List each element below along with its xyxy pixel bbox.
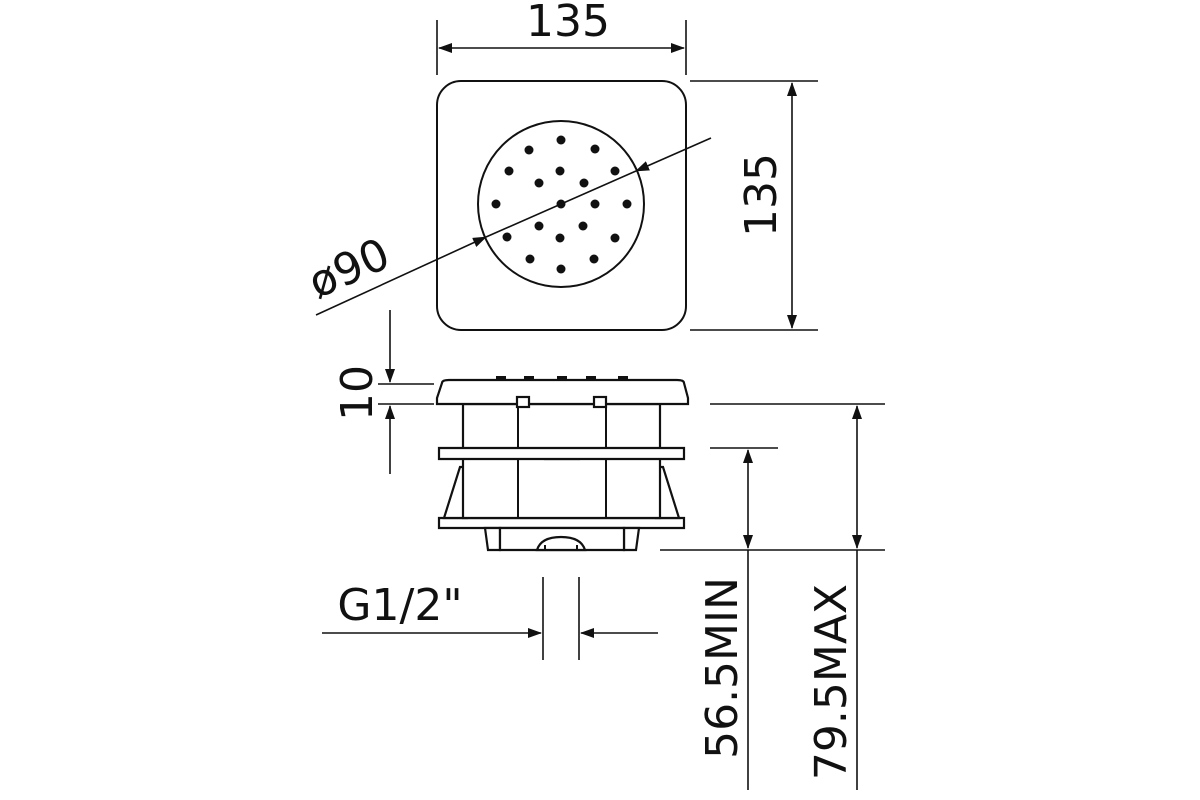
housing-body: [461, 402, 662, 520]
dim-side-height: 135: [690, 80, 818, 331]
outlet-connector: [535, 535, 587, 552]
label-side-height: 135: [736, 153, 787, 237]
dim-min-height: 56.5MIN: [660, 447, 885, 790]
label-thread: G1/2": [337, 580, 462, 631]
dim-top-width: 135: [436, 0, 687, 75]
side-view: [435, 376, 690, 552]
dim-cap-thickness: 10: [332, 310, 434, 474]
top-view: [436, 80, 687, 331]
label-diameter: ø90: [301, 229, 397, 309]
label-cap-thickness: 10: [332, 365, 383, 421]
label-top-width: 135: [526, 0, 610, 47]
top-cap: [435, 378, 690, 406]
dim-thread: G1/2": [322, 577, 658, 660]
base-flange: [437, 516, 686, 530]
dim-diameter: ø90: [301, 137, 712, 316]
nozzle-holes: [491, 135, 632, 274]
cap-nozzles: [496, 376, 628, 380]
label-min-height: 56.5MIN: [697, 577, 748, 759]
jet-face-circle: [477, 120, 645, 288]
square-plate: [436, 80, 687, 331]
dim-max-height: 79.5MAX: [710, 403, 885, 790]
label-max-height: 79.5MAX: [806, 584, 857, 780]
